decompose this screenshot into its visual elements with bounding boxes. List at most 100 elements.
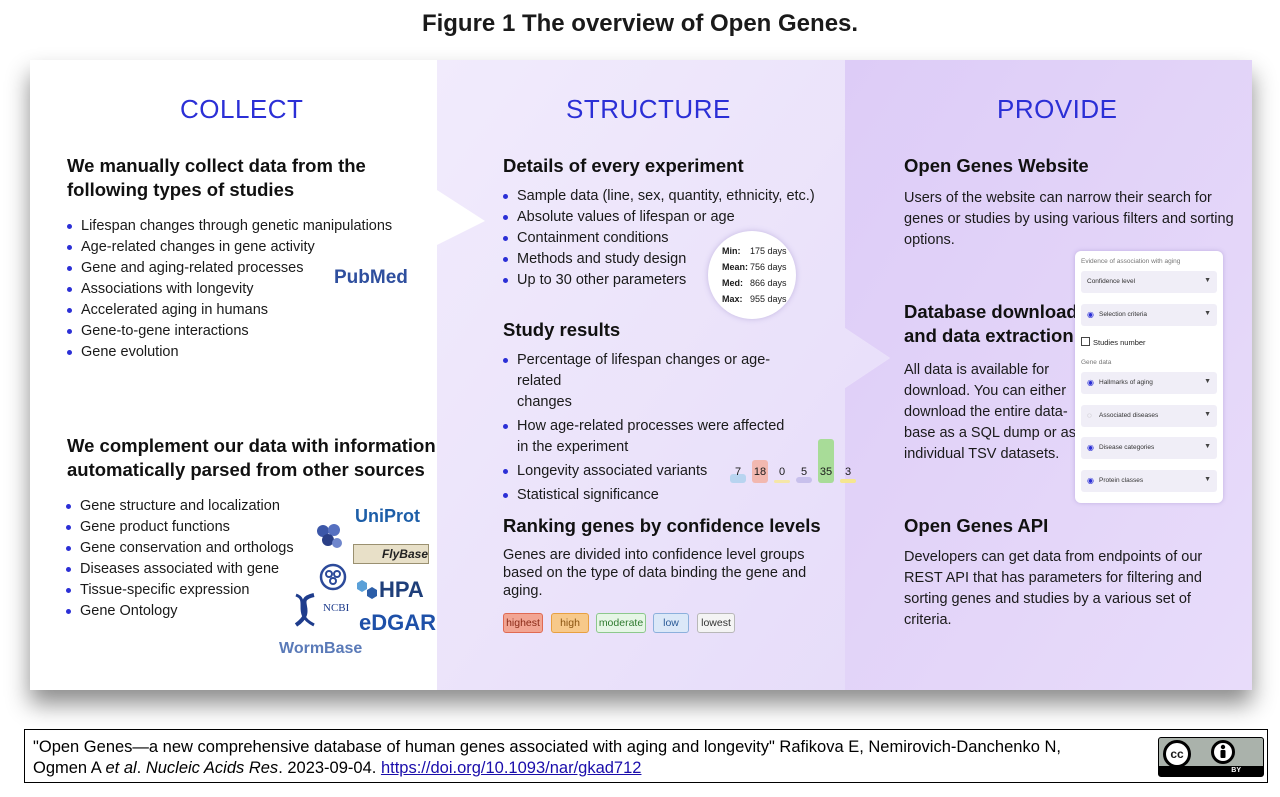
confidence-level-select[interactable]: Confidence level▼ (1081, 271, 1217, 293)
structure-bg (437, 60, 890, 690)
column-backgrounds (437, 60, 1252, 690)
mini-chart-value: 35 (819, 466, 833, 478)
cube-logo-icon (317, 524, 342, 548)
confidence-tag-high: high (551, 613, 589, 633)
mini-chart-bar (752, 460, 768, 483)
list-item: Gene conservation and orthologs (66, 538, 306, 559)
mini-chart-value: 7 (734, 466, 742, 478)
flybase-logo: FlyBase (353, 544, 429, 564)
eye-icon: ◉ (1087, 476, 1094, 485)
heading-line: automatically parsed from other sources (67, 459, 425, 480)
by-label: BY (1231, 767, 1241, 774)
list-item: Up to 30 other parameters (503, 270, 833, 291)
edgar-logo: eDGAR (359, 610, 437, 635)
chevron-down-icon: ▼ (1204, 411, 1211, 418)
list-item: Absolute values of lifespan or age (503, 207, 833, 228)
evidence-label: Evidence of association with aging (1081, 258, 1181, 265)
eye-off-icon: ◌ (1087, 411, 1092, 420)
figure-title: Figure 1 The overview of Open Genes. (421, 10, 859, 37)
heading-line: We complement our data with information (67, 435, 436, 456)
website-paragraph: Users of the website can narrow their se… (904, 190, 1234, 248)
chevron-down-icon: ▼ (1204, 443, 1211, 450)
mini-chart-value: 3 (844, 466, 852, 478)
provide-title: PROVIDE (997, 94, 1118, 124)
study-results-heading: Study results (503, 319, 621, 340)
list-item: Lifespan changes through genetic manipul… (67, 216, 407, 237)
chevron-down-icon: ▼ (1204, 378, 1211, 385)
list-item: Sample data (line, sex, quantity, ethnic… (503, 186, 833, 207)
mini-chart-value: 5 (800, 466, 808, 478)
list-item: Statistical significance (503, 485, 803, 506)
disease-categories-select[interactable]: ◉Disease categories▼ (1081, 437, 1217, 459)
confidence-tag-moderate: moderate (596, 613, 646, 633)
study-types-list: Lifespan changes through genetic manipul… (67, 216, 407, 363)
stat-row: Med:866 days (722, 278, 787, 288)
confidence-tag-lowest: lowest (697, 613, 735, 633)
ncbi-helix-icon (294, 593, 315, 627)
eye-icon: ◉ (1087, 443, 1094, 452)
protein-classes-select[interactable]: ◉Protein classes▼ (1081, 470, 1217, 492)
website-heading: Open Genes Website (904, 155, 1089, 176)
mini-chart-bar (840, 479, 856, 483)
mini-chart-bar (730, 474, 746, 483)
mini-chart-value: 0 (778, 466, 786, 478)
experiment-list: Sample data (line, sex, quantity, ethnic… (503, 186, 833, 291)
doi-link[interactable]: https://doi.org/10.1093/nar/gkad712 (380, 759, 642, 777)
collect-title: COLLECT (180, 94, 304, 124)
list-item: Diseases associated with gene (66, 559, 306, 580)
mini-chart-bar (796, 477, 812, 483)
eye-icon: ◉ (1087, 310, 1094, 319)
person-icon (1211, 740, 1235, 764)
experiment-heading: Details of every experiment (503, 155, 744, 176)
api-heading: Open Genes API (904, 515, 1049, 536)
studies-number-checkbox[interactable] (1081, 337, 1090, 346)
stat-row: Max:955 days (722, 294, 787, 304)
list-item: Gene-to-gene interactions (67, 321, 407, 342)
eye-icon: ◉ (1087, 378, 1094, 387)
stat-row: Mean:756 days (722, 262, 787, 272)
list-item: Gene product functions (66, 517, 306, 538)
list-item: Associations with longevity (67, 279, 407, 300)
chevron-down-icon: ▼ (1204, 476, 1211, 483)
cc-by-license-badge: cc BY (1158, 737, 1264, 777)
hallmarks-select[interactable]: ◉Hallmarks of aging▼ (1081, 372, 1217, 394)
diseases-logo-icon (319, 563, 347, 591)
cc-icon: cc (1163, 740, 1191, 768)
mini-chart-bar (774, 480, 790, 483)
selection-criteria-select[interactable]: ◉Selection criteria▼ (1081, 304, 1217, 326)
list-item: Gene Ontology (66, 601, 306, 622)
collect-heading-1: We manually collect data from the follow… (67, 154, 427, 202)
list-item: Accelerated aging in humans (67, 300, 407, 321)
license-bar (1159, 766, 1263, 776)
list-item: Longevity associated variants (503, 461, 803, 482)
heading-line: We manually collect data from the (67, 155, 366, 176)
chevron-down-icon: ▼ (1204, 277, 1211, 284)
associated-diseases-select[interactable]: ◌Associated diseases▼ (1081, 405, 1217, 427)
chevron-down-icon: ▼ (1204, 310, 1211, 317)
studies-number-label: Studies number (1093, 338, 1146, 347)
wormbase-logo: WormBase (279, 640, 363, 657)
sources-list: Gene structure and localization Gene pro… (66, 496, 306, 622)
filter-panel: Evidence of association with aging Confi… (1075, 251, 1223, 503)
citation-text: "Open Genes—a new comprehensive database… (33, 738, 1061, 777)
list-item: Gene structure and localization (66, 496, 306, 517)
hpa-logo: HPA (379, 577, 424, 602)
provide-bg (845, 60, 1252, 690)
mini-chart-bar (818, 439, 834, 483)
ncbi-logo: NCBI (323, 602, 350, 614)
structure-title: STRUCTURE (566, 94, 731, 124)
confidence-tag-low: low (653, 613, 689, 633)
list-item: Methods and study design (503, 249, 833, 270)
confidence-tag-highest: highest (503, 613, 543, 633)
api-paragraph: Developers can get data from endpoints o… (904, 549, 1203, 628)
list-item: Gene evolution (67, 342, 407, 363)
list-item: Tissue-specific expression (66, 580, 306, 601)
pubmed-logo: PubMed (334, 267, 408, 288)
hpa-hexagon-icon (357, 580, 377, 599)
list-item: Percentage of lifespan changes or age-re… (503, 350, 803, 413)
stat-row: Min:175 days (722, 246, 787, 256)
